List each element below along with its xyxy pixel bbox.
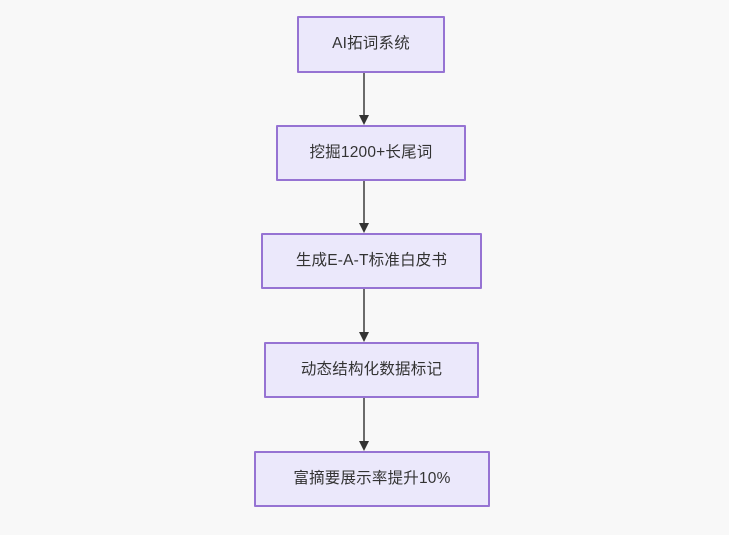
flow-node-label: 动态结构化数据标记 xyxy=(300,360,443,378)
flow-node-n2[interactable]: 挖掘1200+长尾词 xyxy=(276,125,466,181)
flow-arrow-n2-to-n3 xyxy=(357,181,371,233)
flow-node-n1[interactable]: AI拓词系统 xyxy=(297,16,445,73)
flow-node-n5[interactable]: 富摘要展示率提升10% xyxy=(254,451,490,507)
flow-node-label: AI拓词系统 xyxy=(332,35,410,53)
flow-node-label: 生成E-A-T标准白皮书 xyxy=(295,251,448,269)
flow-node-n4[interactable]: 动态结构化数据标记 xyxy=(264,342,479,398)
flow-arrow-n3-to-n4 xyxy=(357,289,371,342)
flow-arrow-n4-to-n5 xyxy=(357,398,371,451)
flow-node-label: 挖掘1200+长尾词 xyxy=(309,143,433,161)
flow-arrow-n1-to-n2 xyxy=(357,73,371,125)
flow-node-label: 富摘要展示率提升10% xyxy=(293,469,451,487)
flow-node-n3[interactable]: 生成E-A-T标准白皮书 xyxy=(261,233,482,289)
